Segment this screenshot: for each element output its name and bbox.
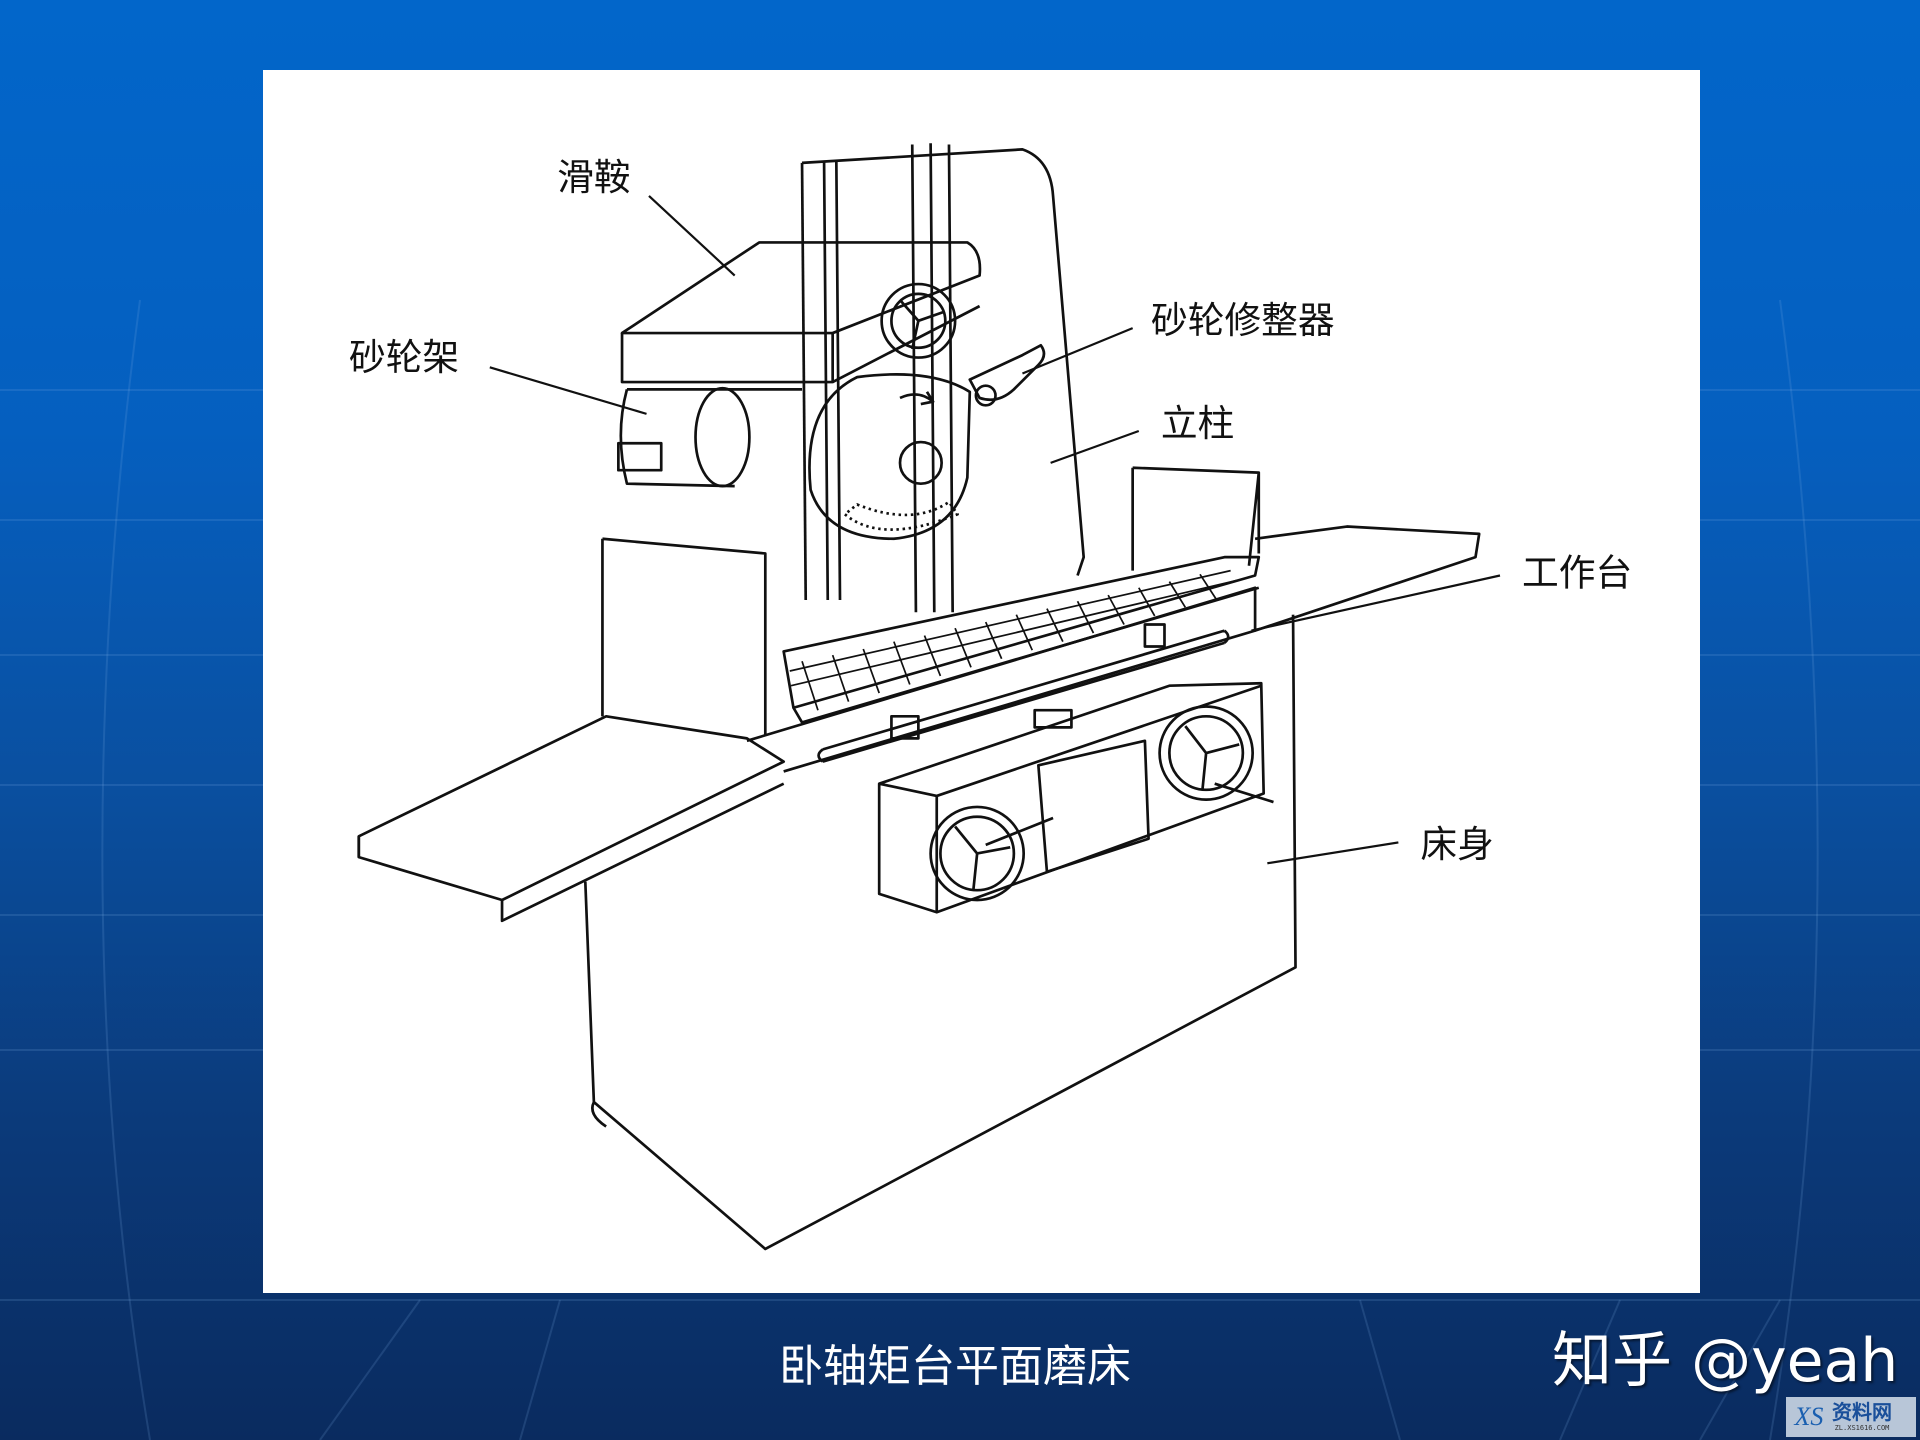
label-saddle: 滑鞍 [557, 157, 630, 198]
right-tray [1254, 525, 1481, 632]
wheel-guard [808, 373, 972, 541]
wheel-head [619, 388, 803, 488]
column [801, 148, 1086, 576]
handwheel-left [929, 805, 1026, 902]
label-bed: 床身 [1420, 824, 1493, 865]
saddle-handwheel [880, 282, 957, 359]
zhihu-credit-watermark: 知乎 @yeah [1552, 1326, 1899, 1396]
handwheel-right [1158, 705, 1254, 801]
grinding-wheel [843, 500, 959, 531]
bed [583, 614, 1297, 1251]
logo-mark: XS [1794, 1402, 1824, 1431]
label-column: 立柱 [1161, 403, 1234, 444]
logo-text: 资料网 [1832, 1402, 1892, 1424]
right-splash-guard [1131, 466, 1261, 571]
saddle [620, 241, 982, 335]
left-tray [357, 714, 786, 902]
control-panel [877, 681, 1266, 914]
label-wheel-dresser: 砂轮修整器 [1151, 300, 1335, 341]
slide-image-panel [263, 70, 1700, 1293]
slide-caption: 卧轴矩台平面磨床 [779, 1341, 1131, 1392]
logo-url: ZL.XS1616.COM [1834, 1424, 1890, 1432]
xs-logo-watermark: XS 资料网 ZL.XS1616.COM [1786, 1397, 1916, 1437]
worktable [782, 555, 1261, 710]
label-worktable: 工作台 [1522, 552, 1632, 593]
left-splash-guard [601, 537, 767, 735]
label-wheel-head: 砂轮架 [349, 337, 459, 378]
wheel-dresser [968, 343, 1046, 402]
